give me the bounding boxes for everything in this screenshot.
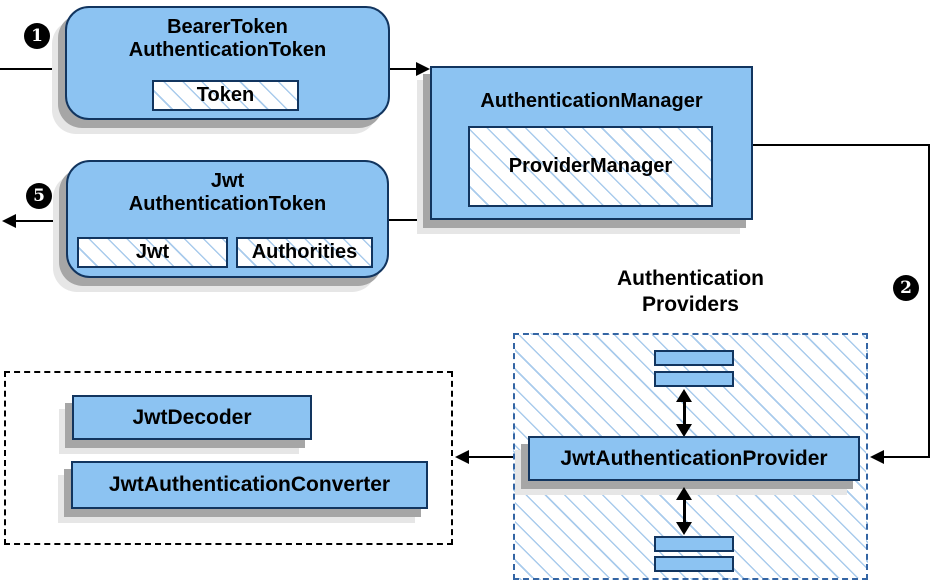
- token-chip-label: Token: [196, 84, 255, 106]
- provider-manager-chip-label: ProviderManager: [508, 155, 673, 177]
- to-provider-arrowhead-icon: [870, 450, 884, 464]
- authentication-providers-heading: Authentication Providers: [513, 266, 868, 318]
- authentication-providers-heading-line2: Providers: [642, 293, 739, 316]
- provider-slot-bar: [654, 556, 734, 572]
- jwt-authentication-converter-box: JwtAuthenticationConverter: [71, 461, 428, 509]
- provider-slot-bar: [654, 371, 734, 387]
- bearer-token-authentication-token-box: BearerToken AuthenticationToken Token: [65, 6, 390, 120]
- token-chip: Token: [152, 80, 299, 111]
- decoder-converter-group: JwtDecoder JwtAuthenticationConverter: [4, 371, 453, 545]
- bearer-token-title-line2: AuthenticationToken: [128, 39, 327, 61]
- jwt-token-title-line1: Jwt: [210, 170, 245, 192]
- authorities-chip-label: Authorities: [251, 241, 358, 263]
- arrow-down-icon: [676, 424, 692, 437]
- arrow-stem: [683, 496, 686, 526]
- arrow-stem: [683, 398, 686, 428]
- step-5-badge: 5: [26, 183, 52, 209]
- arrow-up-icon: [676, 487, 692, 500]
- step-2-number: 2: [900, 278, 912, 298]
- provider-manager-chip: ProviderManager: [468, 126, 713, 207]
- provider-slot-bar: [654, 536, 734, 552]
- provider-link-arrow-top-icon: [676, 389, 692, 437]
- provider-slot-bar: [654, 350, 734, 366]
- jwt-authentication-token-box: Jwt AuthenticationToken Jwt Authorities: [66, 160, 389, 278]
- bearer-to-manager-line: [390, 68, 418, 70]
- authentication-manager-box: AuthenticationManager ProviderManager: [430, 66, 753, 220]
- authentication-providers-heading-line1: Authentication: [617, 267, 764, 290]
- authorities-chip: Authorities: [236, 237, 373, 268]
- bearer-to-manager-arrowhead-icon: [416, 62, 430, 76]
- step-5-number: 5: [33, 186, 45, 206]
- jwt-chip: Jwt: [77, 237, 228, 268]
- jwt-authentication-provider-box: JwtAuthenticationProvider: [528, 436, 860, 481]
- step-1-number: 1: [31, 26, 43, 46]
- jwt-decoder-label: JwtDecoder: [132, 405, 252, 429]
- jwt-token-title-line2: AuthenticationToken: [128, 193, 327, 215]
- authentication-providers-group: JwtAuthenticationProvider: [513, 333, 868, 580]
- arrow-up-icon: [676, 389, 692, 402]
- outgoing-response-arrowhead-icon: [2, 214, 16, 228]
- manager-to-jwt-token-line: [389, 219, 430, 221]
- incoming-request-line: [0, 68, 65, 70]
- authentication-manager-title: AuthenticationManager: [480, 90, 703, 112]
- bearer-token-title-line1: BearerToken: [167, 16, 288, 38]
- arrow-down-icon: [676, 522, 692, 535]
- right-vertical-line: [928, 144, 930, 458]
- provider-link-arrow-bottom-icon: [676, 487, 692, 535]
- provider-to-decoder-line: [468, 456, 514, 458]
- jwt-authentication-provider-label: JwtAuthenticationProvider: [560, 446, 828, 470]
- jwt-authentication-converter-label: JwtAuthenticationConverter: [108, 473, 391, 496]
- step-1-badge: 1: [24, 23, 50, 49]
- provider-to-decoder-arrowhead-icon: [455, 450, 469, 464]
- step-2-badge: 2: [893, 275, 919, 301]
- to-provider-line: [884, 456, 930, 458]
- jwt-decoder-box: JwtDecoder: [72, 395, 312, 440]
- manager-right-line: [753, 144, 930, 146]
- outgoing-response-line: [14, 220, 66, 222]
- jwt-chip-label: Jwt: [135, 241, 170, 263]
